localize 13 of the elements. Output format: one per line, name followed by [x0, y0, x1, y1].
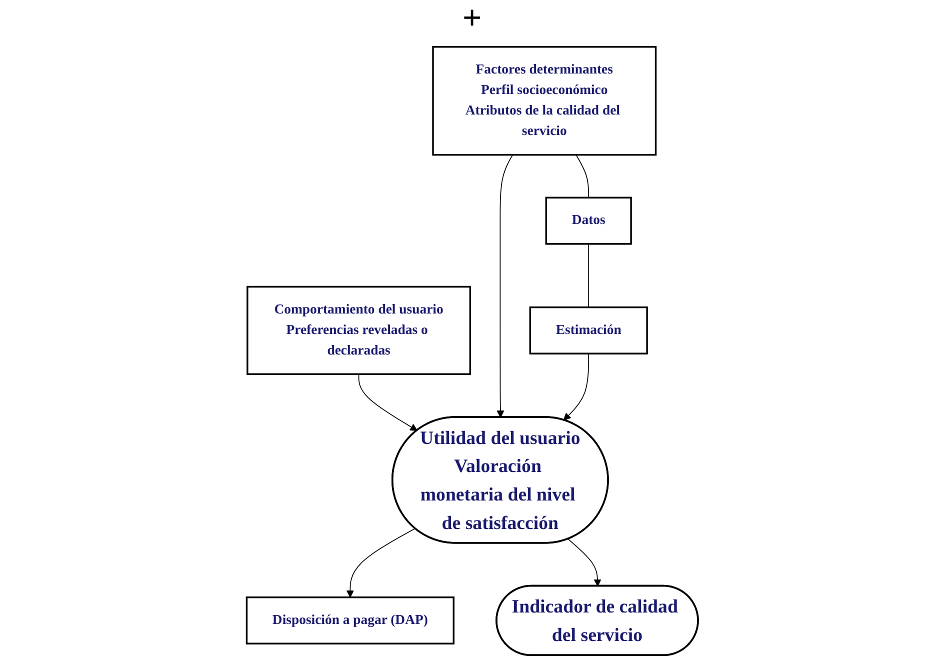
arrow — [496, 154, 513, 418]
node-box: Datos — [544, 196, 632, 245]
node-box: Disposición a pagar (DAP) — [246, 596, 454, 644]
node-box: Factores determinantes Perfil socioeconómico Atributos de la calidad del servicio — [432, 46, 656, 156]
arrow — [346, 528, 416, 598]
arrow — [358, 374, 418, 431]
connector — [575, 154, 589, 198]
arrow — [567, 538, 601, 587]
node-box: Comportamiento del usuario Preferencias reveladas o declaradas — [246, 286, 471, 375]
node-box: Estimación — [528, 306, 648, 354]
plus-sign: + — [462, 0, 482, 37]
connector — [588, 243, 589, 308]
arrow — [563, 353, 589, 420]
